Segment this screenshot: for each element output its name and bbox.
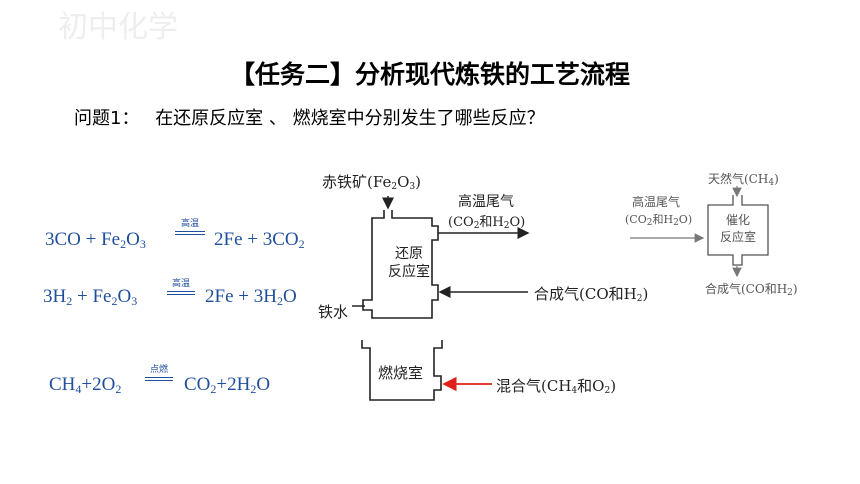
side-tail-gas-composition: (CO2和H2O) xyxy=(625,213,693,228)
reduction-room-vessel xyxy=(362,210,439,319)
syngas-label: 合成气(CO和H2) xyxy=(534,285,649,304)
catalytic-room-label: 催化 反应室 xyxy=(719,213,756,244)
question-label: 问题1： xyxy=(74,108,140,129)
equation-1-left: 3CO + Fe2O3 xyxy=(45,229,146,251)
page-title: 【任务二】分析现代炼铁的工艺流程 xyxy=(229,60,630,89)
combustion-room-label: 燃烧室 xyxy=(378,364,424,382)
equation-3-right: CO2+2H2O xyxy=(184,374,271,396)
ore-label: 赤铁矿(Fe2O3) xyxy=(322,173,421,192)
question-text: 在还原反应室 、 燃烧室中分别发生了哪些反应？ xyxy=(155,108,545,129)
watermark: 初中化学 xyxy=(58,10,178,45)
mixed-gas-label: 混合气(CH4和O2) xyxy=(496,377,617,396)
equation-3-left: CH4+2O2 xyxy=(49,374,122,396)
equation-2-condition: 高温 xyxy=(167,276,195,295)
equation-3-condition: 点燃 xyxy=(145,362,173,381)
reduction-room-label: 还原 反应室 xyxy=(388,246,430,280)
question: 问题1： 在还原反应室 、 燃烧室中分别发生了哪些反应？ xyxy=(74,104,555,130)
iron-label: 铁水 xyxy=(318,303,349,321)
side-tail-gas-title: 高温尾气 xyxy=(632,195,681,209)
natural-gas-label: 天然气(CH4) xyxy=(708,172,779,188)
equation-1-right: 2Fe + 3CO2 xyxy=(214,229,305,251)
catalytic-room-vessel xyxy=(707,195,769,266)
combustion-room-vessel xyxy=(361,340,443,401)
equation-2-left: 3H2 + Fe2O3 xyxy=(43,286,138,308)
tail-gas-title: 高温尾气 xyxy=(458,194,514,210)
equation-2-right: 2Fe + 3H2O xyxy=(205,286,297,308)
equation-1-condition: 高温 xyxy=(175,216,205,235)
side-syngas-label: 合成气(CO和H2) xyxy=(705,282,798,298)
tail-gas-composition: (CO2和H2O) xyxy=(448,215,526,231)
